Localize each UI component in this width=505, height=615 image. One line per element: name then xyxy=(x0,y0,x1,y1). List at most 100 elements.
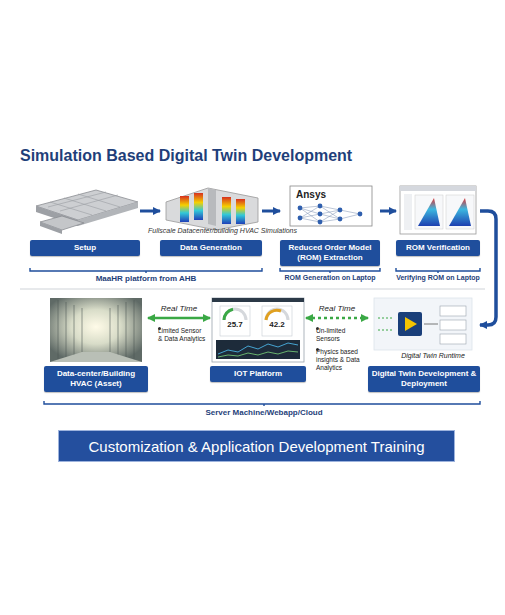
box-label: ROM Verification xyxy=(399,243,477,253)
verification-window xyxy=(404,194,412,230)
label-bar: Data-center/Building HVAC (Asset) xyxy=(44,366,148,392)
iot-dashboard xyxy=(220,306,250,336)
datacenter-photo xyxy=(134,300,135,360)
label-text: Ansys xyxy=(296,189,336,201)
flow-arrow xyxy=(306,317,368,320)
gauge-value: 42.2 xyxy=(262,320,292,330)
bullet-note: Limited Sensor & Data Analytics xyxy=(152,324,207,343)
simulation-model xyxy=(208,188,216,226)
simulation-model xyxy=(166,188,258,230)
setup-model xyxy=(36,190,138,234)
label-text: Un-limited Sensors xyxy=(316,327,367,343)
rom-model xyxy=(300,206,320,218)
label-text: Verifying ROM on Laptop xyxy=(383,274,493,283)
process-box: Data Generation xyxy=(160,183,262,256)
image-caption: Fullscale Datacenter/building HVAC Simul… xyxy=(148,227,328,236)
process-box: IOT Platform xyxy=(210,296,306,382)
iot-dashboard xyxy=(212,298,304,302)
flow-arrow xyxy=(480,211,496,325)
rom-model xyxy=(318,204,323,209)
datacenter-photo xyxy=(74,305,75,355)
logo-text: Ansys xyxy=(296,189,336,201)
flow-arrow xyxy=(148,317,210,320)
illustration-space xyxy=(396,183,480,240)
label-bar: Reduced Order Model (ROM) Extraction xyxy=(280,240,380,266)
process-box: ROM Verification xyxy=(396,183,480,256)
datacenter-photo xyxy=(58,300,134,360)
rom-model xyxy=(338,208,343,213)
box-label: IOT Platform xyxy=(213,369,303,379)
group-bracket xyxy=(44,401,480,406)
verification-window xyxy=(415,195,443,229)
box-label: Digital Twin Development & Deployment xyxy=(371,369,477,389)
datacenter-photo xyxy=(50,352,142,362)
label-text: Server Machine/Webapp/Cloud xyxy=(164,408,364,418)
verification-window xyxy=(446,195,474,229)
datacenter-photo xyxy=(110,308,111,352)
simulation-model xyxy=(236,199,245,224)
flow-arrow xyxy=(262,210,280,213)
rom-model xyxy=(338,217,343,222)
group-label: Server Machine/Webapp/Cloud xyxy=(164,408,364,418)
label-bar: ROM Verification xyxy=(396,240,480,256)
rom-model xyxy=(320,210,340,222)
group-bracket xyxy=(396,268,480,273)
rom-model xyxy=(298,206,303,211)
illustration-space xyxy=(210,296,306,366)
setup-model xyxy=(40,222,62,234)
flow-arrow xyxy=(380,210,396,213)
datacenter-photo xyxy=(118,305,119,355)
digital-twin-runtime xyxy=(398,312,422,336)
process-box: Digital Twin Development & Deployment xyxy=(368,296,480,392)
label-bar: Digital Twin Development & Deployment xyxy=(368,366,480,392)
digital-twin-runtime xyxy=(374,298,472,350)
label-text: MaaHR platform from AHB xyxy=(46,274,246,284)
flow-arrow xyxy=(140,210,160,213)
box-label: Customization & Application Development … xyxy=(88,438,424,455)
rom-model xyxy=(300,208,320,222)
label-bar: Setup xyxy=(30,240,140,256)
rom-model xyxy=(358,212,363,217)
box-label: Data Generation xyxy=(163,243,259,253)
process-box: Data-center/Building HVAC (Asset) xyxy=(44,296,148,392)
title-text: Simulation Based Digital Twin Developmen… xyxy=(20,147,352,165)
group-bracket xyxy=(30,268,480,273)
rom-model xyxy=(318,220,323,225)
setup-model xyxy=(48,192,120,215)
process-box: Setup xyxy=(30,183,140,256)
verification-window xyxy=(400,186,476,234)
rom-model xyxy=(300,214,320,218)
iot-dashboard xyxy=(218,343,298,354)
digital-twin-runtime xyxy=(440,306,466,316)
datacenter-photo xyxy=(126,302,127,358)
simulation-model xyxy=(166,188,258,230)
digital-twin-runtime xyxy=(440,334,466,344)
setup-model xyxy=(78,202,138,226)
edge-label-text: Real Time xyxy=(161,304,197,313)
diagram-title: Simulation Based Digital Twin Developmen… xyxy=(20,147,352,165)
box-label: Data-center/Building HVAC (Asset) xyxy=(47,369,145,389)
datacenter-photo xyxy=(50,298,142,362)
simulation-model xyxy=(222,197,231,224)
rom-model xyxy=(298,204,363,225)
training-banner: Customization & Application Development … xyxy=(58,430,455,462)
rom-model xyxy=(320,219,340,222)
verification-window xyxy=(400,186,476,191)
digital-twin-runtime xyxy=(378,318,394,319)
edge-label: Real Time xyxy=(317,304,357,313)
datacenter-photo xyxy=(66,302,67,358)
simulation-model xyxy=(180,196,189,222)
label-text: Fullscale Datacenter/building HVAC Simul… xyxy=(148,227,328,236)
iot-dashboard xyxy=(216,340,300,359)
label-bar: Data Generation xyxy=(160,240,262,256)
gauge-value: 25.7 xyxy=(220,320,250,330)
iot-dashboard xyxy=(224,309,233,320)
datacenter-photo xyxy=(82,308,83,352)
group-bracket xyxy=(30,268,262,273)
rom-model xyxy=(320,206,340,219)
iot-dashboard xyxy=(224,309,246,320)
box-label: Reduced Order Model (ROM) Extraction xyxy=(283,243,377,263)
